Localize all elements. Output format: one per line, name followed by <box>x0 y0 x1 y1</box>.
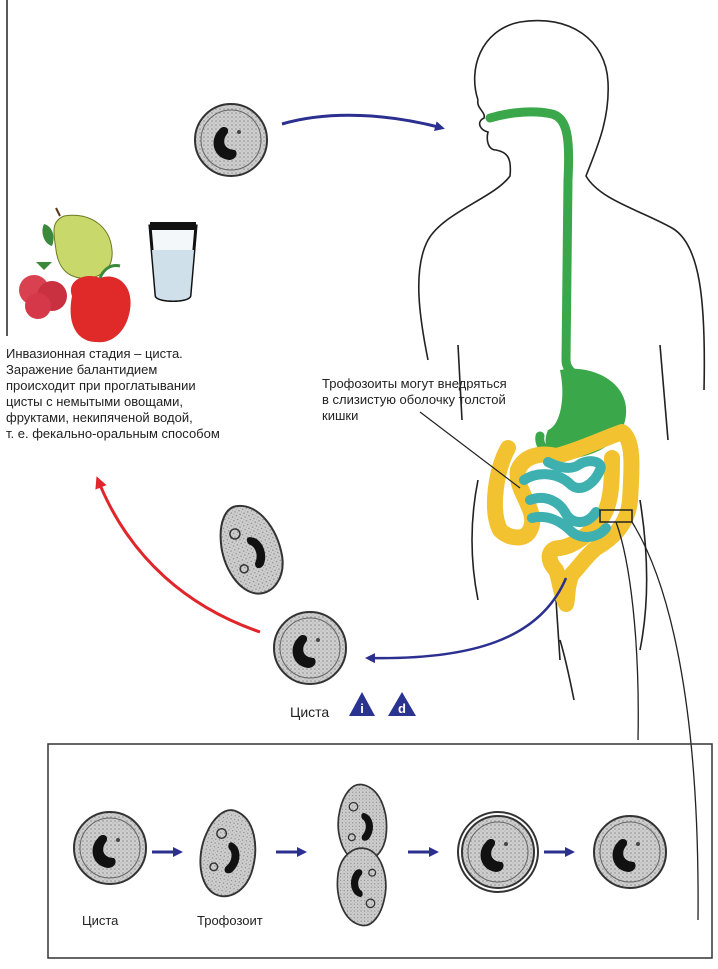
svg-text:i: i <box>360 701 364 716</box>
trophozoite-line: Трофозоиты могут внедряться <box>322 376 582 392</box>
trophozoite-line: кишки <box>322 408 582 424</box>
panel-trophozoite <box>194 806 262 901</box>
panel-label-trophozoite: Трофозоит <box>197 913 263 928</box>
panel-cyst-1 <box>74 812 146 884</box>
panel-label-cyst: Циста <box>82 913 118 928</box>
infection-line: Инвазионная стадия – циста. <box>6 346 306 362</box>
infection-line: Заражение балантидием <box>6 362 306 378</box>
arrow-excretion <box>368 578 566 658</box>
infection-line: фруктами, некипяченой водой, <box>6 410 306 426</box>
panel-cyst-2 <box>594 816 666 888</box>
pear-icon <box>42 208 112 278</box>
panel-cyst-forming <box>458 812 538 892</box>
panel-dividing-trophozoite <box>337 784 386 925</box>
trophozoite-line: в слизистую оболочку толстой <box>322 392 582 408</box>
trophozoite-description: Трофозоиты могут внедряться в слизистую … <box>322 376 582 424</box>
cyst-top <box>195 104 267 176</box>
zoom-line-left <box>616 522 638 740</box>
infection-line: происходит при проглатывании <box>6 378 306 394</box>
cyst-label: Циста <box>290 704 329 720</box>
raspberry-icon <box>19 262 67 319</box>
svg-text:d: d <box>398 701 406 716</box>
stage-badge-d: d <box>388 692 416 716</box>
infection-description: Инвазионная стадия – циста. Заражение ба… <box>6 346 306 442</box>
trophozoite-middle <box>210 497 292 601</box>
stage-badge-i: i <box>349 692 375 716</box>
infection-line: цисты с немытыми овощами, <box>6 394 306 410</box>
glass-of-water-icon <box>150 222 196 301</box>
infection-line: т. е. фекально-оральным способом <box>6 426 306 442</box>
cyst-excreted <box>274 612 346 684</box>
arrow-ingestion <box>282 115 442 128</box>
